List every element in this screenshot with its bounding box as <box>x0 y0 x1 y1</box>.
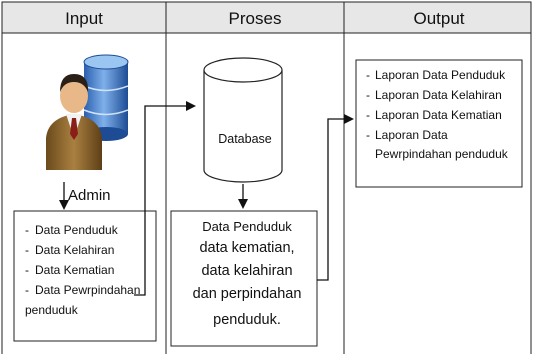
input-item-data-kematian: Data Kematian <box>35 263 114 277</box>
arrow-input-to-database <box>134 101 196 296</box>
output-report-box <box>355 59 523 188</box>
admin-database-icon <box>46 54 129 170</box>
svg-text:-: - <box>366 68 370 82</box>
svg-text:-: - <box>366 88 370 102</box>
admin-label: Admin <box>68 187 111 204</box>
svg-text:-: - <box>25 243 29 257</box>
input-data-list: - Data Penduduk - Data Kelahiran - Data … <box>25 223 140 317</box>
column-header-process: Proses <box>229 9 282 28</box>
svg-text:-: - <box>25 223 29 237</box>
column-header-output: Output <box>413 9 464 28</box>
input-data-box <box>13 210 157 342</box>
output-report-list: - Laporan Data Penduduk - Laporan Data K… <box>366 68 509 161</box>
output-item-laporan-penduduk: Laporan Data Penduduk <box>375 68 506 82</box>
column-header-input: Input <box>65 9 103 28</box>
database-label: Database <box>218 132 272 146</box>
svg-text:-: - <box>366 128 370 142</box>
process-line-1: Data Penduduk <box>202 219 292 234</box>
process-line-5: penduduk. <box>213 312 281 328</box>
svg-text:-: - <box>366 108 370 122</box>
output-item-laporan-kematian: Laporan Data Kematian <box>375 108 502 122</box>
process-data-text: Data Penduduk data kematian, data kelahi… <box>193 219 302 328</box>
process-data-box <box>170 210 318 347</box>
output-item-laporan-perpindahan-cont: Pewrpindahan penduduk <box>375 147 509 161</box>
arrow-process-to-output <box>317 114 354 281</box>
column-dividers <box>1 33 532 354</box>
header-row: Input Proses Output <box>1 1 532 34</box>
input-item-data-perpindahan: Data Pewrpindahan <box>35 283 140 297</box>
input-item-data-kelahiran: Data Kelahiran <box>35 243 114 257</box>
svg-text:-: - <box>25 283 29 297</box>
svg-text:-: - <box>25 263 29 277</box>
output-item-laporan-kelahiran: Laporan Data Kelahiran <box>375 88 502 102</box>
input-item-data-perpindahan-cont: penduduk <box>25 303 79 317</box>
process-line-3: data kelahiran <box>201 263 292 279</box>
process-line-2: data kematian, <box>199 240 294 256</box>
database-cylinder <box>203 57 283 183</box>
input-item-data-penduduk: Data Penduduk <box>35 223 119 237</box>
output-item-laporan-perpindahan: Laporan Data <box>375 128 448 142</box>
process-line-4: dan perpindahan <box>193 286 302 302</box>
